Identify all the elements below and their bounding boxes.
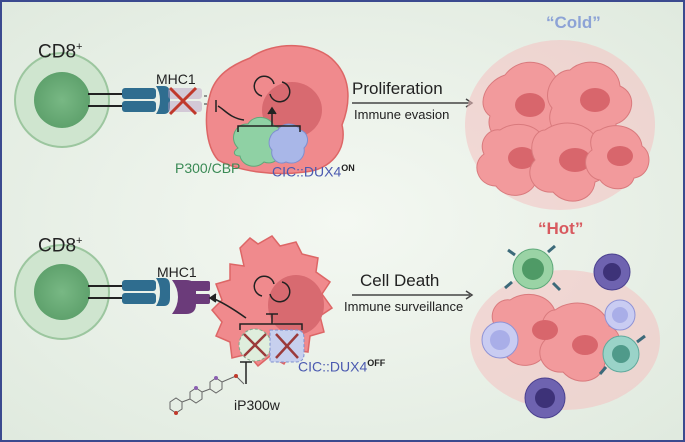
bottom-tcr-receptor (88, 278, 170, 306)
top-cd8-tcell (14, 52, 110, 148)
top-cd8-label: CD8+ (38, 41, 83, 63)
bottom-outcome-arrow (352, 290, 474, 300)
cold-tumor-cluster (465, 40, 655, 210)
bottom-regulation-arrows (208, 275, 303, 384)
cold-tumor-label: “Cold” (546, 13, 601, 32)
top-tcr-receptor (88, 86, 170, 114)
inhibitor-label: iP300w (234, 397, 280, 413)
top-dux4-protein (268, 123, 308, 164)
top-mhc1-label: MHC1 (156, 71, 196, 87)
bottom-dux4-inhibited (269, 329, 305, 363)
top-outcome-subtitle: Immune evasion (354, 107, 450, 122)
bottom-fusion-label: CIC::DUX4OFF (298, 358, 386, 375)
bottom-cd8-label: CD8+ (38, 235, 83, 257)
top-p300-label: P300/CBP (175, 160, 241, 176)
bottom-outcome-title: Cell Death (360, 271, 440, 290)
bottom-cd8-tcell (14, 244, 110, 340)
hot-tumor-label: “Hot” (538, 219, 584, 238)
bottom-mhc1-label: MHC1 (157, 264, 197, 280)
bottom-outcome-subtitle: Immune surveillance (344, 299, 464, 314)
inhibitor-molecule-icon (169, 374, 245, 415)
hot-tumor-cluster (470, 244, 660, 419)
top-fusion-label: CIC::DUX4ON (272, 163, 355, 180)
top-regulation-arrows (215, 75, 301, 132)
bottom-p300-inhibited (238, 328, 272, 362)
bottom-mhc1-present (172, 280, 210, 314)
top-mhc1-cross-icon (168, 86, 198, 116)
top-outcome-title: Proliferation (352, 79, 443, 98)
